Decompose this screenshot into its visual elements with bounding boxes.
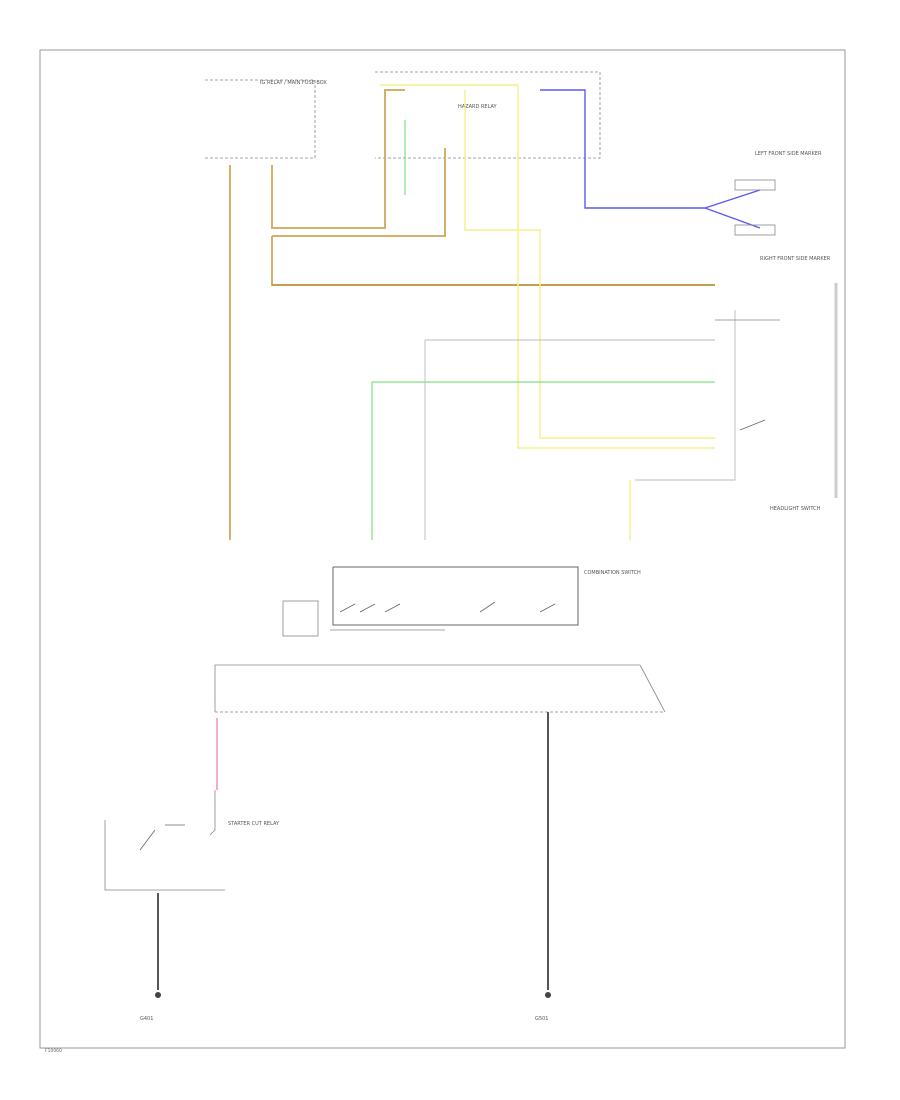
pin-rail [214, 664, 666, 713]
ground-right-label: G501 [535, 1016, 548, 1022]
combination-switch-box: COMBINATION SWITCH [282, 566, 641, 637]
yellow-wires [380, 84, 715, 540]
front-marker-right: RIGHT FRONT SIDE MARKER [734, 224, 831, 262]
starter-relay-box: STARTER CUT RELAY [104, 790, 280, 891]
starter-relay-label: STARTER CUT RELAY [228, 821, 280, 827]
ig-relay-box: IG RELAY / MAIN FUSE BOX [205, 79, 327, 159]
front-marker-left-label: LEFT FRONT SIDE MARKER [755, 151, 822, 157]
ground-left-label: G401 [140, 1016, 153, 1022]
ground-right-terminal [545, 992, 551, 998]
tan-wires [229, 89, 715, 540]
footer-code: F10060 [45, 1048, 62, 1054]
ig-relay-label: IG RELAY / MAIN FUSE BOX [260, 80, 327, 86]
gray-wires [424, 310, 736, 540]
blue-wires [540, 89, 761, 229]
relay-group-box: HAZARD RELAY [375, 71, 601, 159]
hazard-relay-label: HAZARD RELAY [458, 104, 498, 110]
front-marker-left: LEFT FRONT SIDE MARKER [734, 151, 822, 191]
front-marker-right-label: RIGHT FRONT SIDE MARKER [760, 256, 831, 262]
ground-left-terminal [155, 992, 161, 998]
green-wires [371, 120, 715, 540]
headlight-switch: HEADLIGHT SWITCH [715, 319, 821, 512]
headlight-switch-label: HEADLIGHT SWITCH [770, 506, 821, 512]
diagram-frame [39, 49, 846, 1049]
combo-switch-label: COMBINATION SWITCH [584, 570, 641, 576]
